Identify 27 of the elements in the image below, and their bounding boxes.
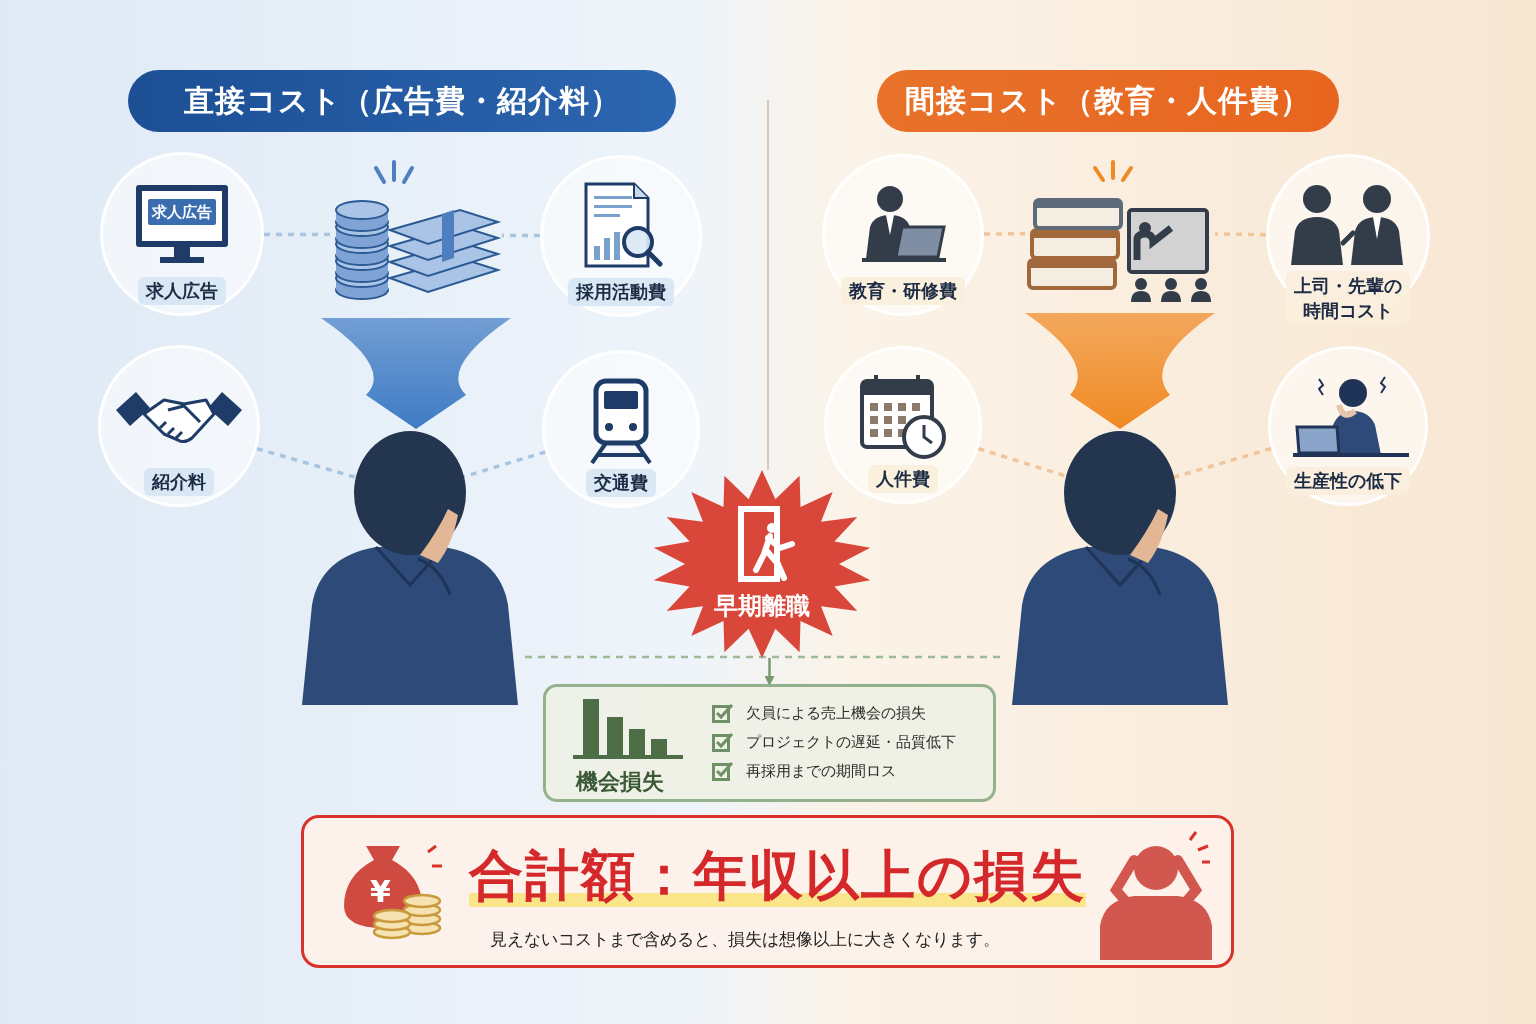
summary-text: 見えないコストまで含めると、損失は想像以上に大きくなります。 xyxy=(490,928,1000,951)
dotted-connector xyxy=(983,231,1026,236)
item-label: 教育・研修費 xyxy=(841,277,965,305)
item-label: 交通費 xyxy=(586,469,656,497)
section-header: 直接コスト（広告費・紹介料） xyxy=(128,70,676,132)
item-label: 人件費 xyxy=(868,465,938,493)
info-panel xyxy=(543,684,996,802)
item-label: 生産性の低下 xyxy=(1286,467,1410,495)
screen-text: 求人広告 xyxy=(152,202,212,223)
panel-title: 機会損失 xyxy=(576,768,664,796)
funnel-arrow xyxy=(321,318,511,429)
summary-panel xyxy=(301,815,1234,968)
list-item: 欠員による売上機会の損失 xyxy=(746,704,926,723)
dotted-connector xyxy=(502,233,540,238)
list-item: プロジェクトの遅延・品質低下 xyxy=(746,733,956,752)
arrow xyxy=(764,658,775,686)
item-label: 紹介料 xyxy=(144,468,214,496)
event-label: 早期離職 xyxy=(714,591,810,622)
list-item: 再採用までの期間ロス xyxy=(746,762,896,781)
dotted-connector xyxy=(264,232,330,237)
item-label: 採用活動費 xyxy=(568,278,674,306)
section-header: 間接コスト（教育・人件費） xyxy=(877,70,1339,132)
item-label: 求人広告 xyxy=(138,277,226,305)
dotted-connector xyxy=(1214,232,1267,237)
funnel-arrow xyxy=(1025,313,1215,429)
item-label: 上司・先輩の時間コスト xyxy=(1286,270,1410,325)
currency-symbol: ¥ xyxy=(370,874,391,909)
